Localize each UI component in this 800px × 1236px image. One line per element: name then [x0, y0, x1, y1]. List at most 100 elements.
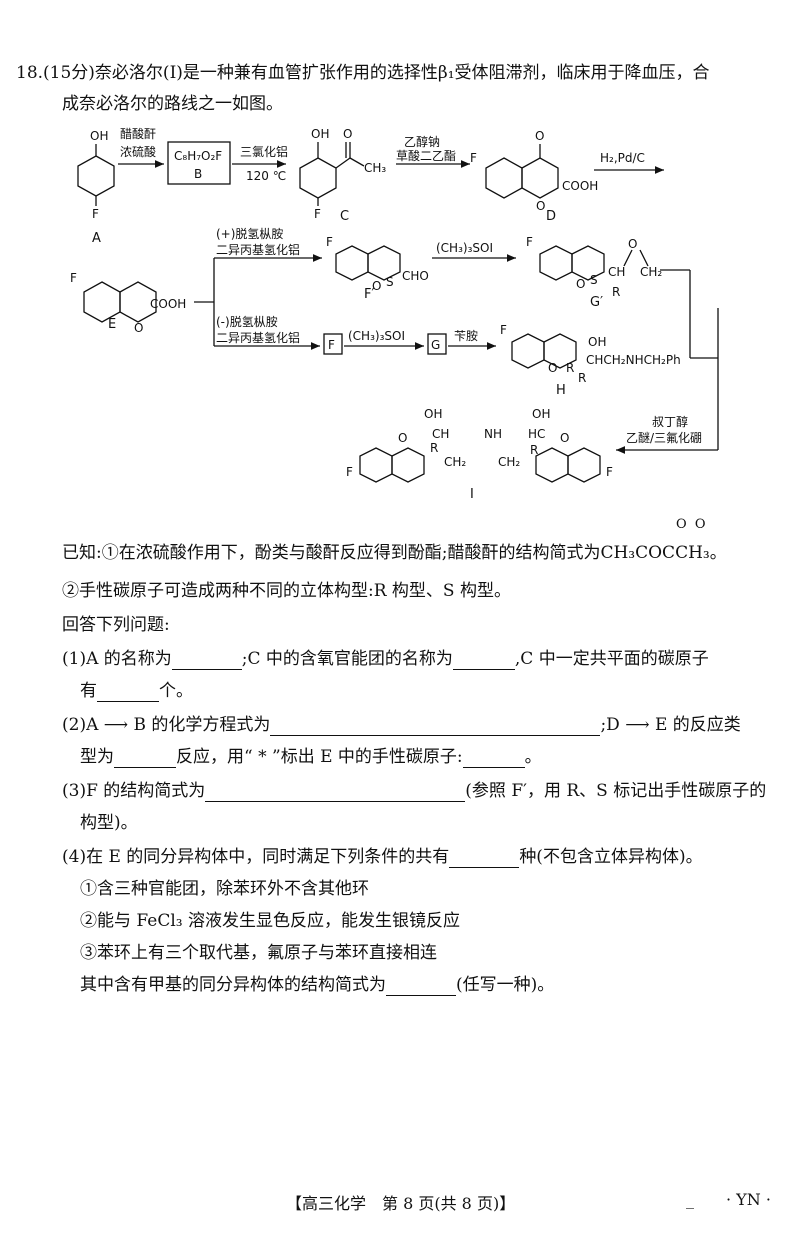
reagent-r1a: 醋酸酐 — [120, 126, 156, 141]
q2-line-2: 型为反应，用“ * ”标出 E 中的手性碳原子:。 — [80, 747, 542, 768]
D-O-ring: O — [536, 199, 545, 213]
q2-blank-3[interactable] — [462, 749, 525, 768]
I-HC-right: HC — [528, 427, 545, 441]
Fp-O: O — [372, 279, 381, 293]
reagent-r10a: 叔丁醇 — [652, 414, 688, 429]
A-OH: OH — [90, 129, 108, 143]
label-Fp: F′ — [364, 287, 374, 302]
I-R-right: R — [530, 443, 538, 457]
H-R2: R — [578, 371, 586, 385]
compound-E: F O COOH E — [70, 271, 186, 335]
compound-D: O O F COOH D — [470, 129, 598, 224]
known-2: ②手性碳原子可造成两种不同的立体构型:R 构型、S 构型。 — [62, 581, 511, 601]
reagent-r7a: (-)脱氢枞胺 — [216, 314, 278, 329]
reagent-r8: (CH₃)₃SOI — [348, 329, 405, 343]
Fbox-label: F — [328, 338, 335, 352]
I-O-right: O — [560, 431, 569, 445]
footer-underscore: _ — [686, 1190, 694, 1209]
box-F — [323, 333, 343, 355]
q4-cond-3: ③苯环上有三个取代基，氟原子与苯环直接相连 — [80, 943, 437, 963]
D-COOH: COOH — [562, 179, 598, 193]
q4-line-1: (4)在 E 的同分异构体中，同时满足下列条件的共有种(不包含立体异构体)。 — [62, 847, 703, 868]
I-OH-right: OH — [532, 407, 550, 421]
q2-blank-2[interactable] — [114, 749, 176, 768]
compound-H: F O R OH CHCH₂NHCH₂Ph R H — [500, 323, 681, 398]
I-CH2-right: CH₂ — [498, 455, 520, 469]
H-O: O — [548, 361, 557, 375]
H-F: F — [500, 323, 507, 337]
Gp-F: F — [526, 235, 533, 249]
known-1: 已知:①在浓硫酸作用下，酚类与酸酐反应得到酚酯;醋酸酐的结构简式为CH₃COCC… — [62, 543, 727, 563]
I-NH: NH — [484, 427, 502, 441]
compound-I: F O OH CH CH₂ NH CH₂ OH HC O F R R I — [346, 407, 613, 502]
E-O: O — [134, 321, 143, 335]
label-D: D — [546, 209, 556, 224]
reagent-r5a: (+)脱氢枞胺 — [216, 226, 283, 241]
q4-cond-2: ②能与 FeCl₃ 溶液发生显色反应，能发生银镜反应 — [80, 911, 460, 931]
reagent-r4: H₂,Pd/C — [600, 151, 645, 165]
question-line-2: 成奈必洛尔的路线之一如图。 — [62, 94, 283, 114]
I-CH-left: CH — [432, 427, 449, 441]
q1-blank-3[interactable] — [97, 683, 159, 702]
q4-blank-1[interactable] — [449, 849, 520, 868]
reagent-r1b: 浓硫酸 — [120, 144, 156, 159]
A-F: F — [92, 207, 99, 221]
E-F: F — [70, 271, 77, 285]
known-3: 回答下列问题: — [62, 615, 170, 635]
E-COOH: COOH — [150, 297, 186, 311]
D-O-carbonyl: O — [535, 129, 544, 143]
I-O-left: O — [398, 431, 407, 445]
q2-line-1: (2)A ⟶ B 的化学方程式为;D ⟶ E 的反应类 — [62, 715, 741, 736]
C-F: F — [314, 207, 321, 221]
label-A: A — [92, 231, 101, 246]
label-E: E — [108, 317, 116, 332]
B-formula: C₈H₇O₂F — [174, 149, 222, 163]
reagent-r10b: 乙醚/三氟化硼 — [626, 431, 702, 445]
q1-line-1: (1)A 的名称为;C 中的含氧官能团的名称为,C 中一定共平面的碳原子 — [62, 649, 709, 670]
q4-cond-1: ①含三种官能团，除苯环外不含其他环 — [80, 879, 369, 899]
reagent-r9: 苄胺 — [454, 329, 478, 343]
question-line-1: 18.(15分)奈必洛尔(Ⅰ)是一种兼有血管扩张作用的选择性β₁受体阻滞剂，临床… — [16, 63, 710, 83]
q4-line-last: 其中含有甲基的同分异构体的结构简式为(任写一种)。 — [80, 975, 555, 996]
q3-blank[interactable] — [205, 783, 466, 802]
reagent-r6: (CH₃)₃SOI — [436, 241, 493, 255]
I-R-left: R — [430, 441, 438, 455]
synthesis-scheme: OH F A 醋酸酐 浓硫酸 C₈H₇O₂F B 三氯化铝 120 ℃ OH O… — [70, 126, 719, 502]
footer-code: · YN · — [726, 1190, 771, 1209]
I-OH-left: OH — [424, 407, 442, 421]
D-F: F — [470, 151, 477, 165]
compound-C: OH O CH₃ F C — [299, 127, 386, 224]
q1-blank-2[interactable] — [452, 651, 515, 670]
q4-blank-2[interactable] — [386, 977, 456, 996]
label-H: H — [556, 383, 566, 398]
Gp-CH: CH — [608, 265, 625, 279]
compound-A: OH F A — [77, 129, 115, 246]
label-C: C — [340, 209, 349, 224]
H-R1: R — [566, 361, 574, 375]
reagent-r7b: 二异丙基氢化铝 — [216, 330, 300, 345]
Gp-CH2: CH₂ — [640, 265, 662, 279]
Gbox-label: G — [431, 338, 440, 352]
q1-blank-1[interactable] — [171, 651, 242, 670]
C-OH: OH — [311, 127, 329, 141]
q3-line-2: 构型)。 — [80, 813, 138, 833]
Gp-S: S — [590, 273, 598, 287]
I-CH2-left: CH₂ — [444, 455, 466, 469]
reagent-r2a: 三氯化铝 — [240, 144, 288, 159]
compound-Fp: F O S CHO F′ — [326, 235, 429, 302]
page-footer: 【高三化学 第 8 页(共 8 页)】 — [286, 1194, 516, 1213]
acetic-anhydride-formula: CH₃COCCH₃ — [600, 543, 710, 563]
H-chain: CHCH₂NHCH₂Ph — [586, 353, 681, 367]
Gp-O-epoxide: O — [628, 237, 637, 251]
q1-line-2: 有个。 — [80, 681, 193, 702]
Fp-F: F — [326, 235, 333, 249]
H-OH: OH — [588, 335, 606, 349]
label-Gp: G′ — [590, 295, 603, 310]
reagent-r3a: 乙醇钠 — [404, 134, 440, 149]
reagent-r3b: 草酸二乙酯 — [396, 148, 456, 163]
q2-blank-1[interactable] — [270, 717, 601, 736]
label-I: I — [470, 487, 474, 502]
Gp-O: O — [576, 277, 585, 291]
q3-line-1: (3)F 的结构简式为(参照 F′，用 R、S 标记出手性碳原子的 — [62, 781, 767, 802]
C-O: O — [343, 127, 352, 141]
